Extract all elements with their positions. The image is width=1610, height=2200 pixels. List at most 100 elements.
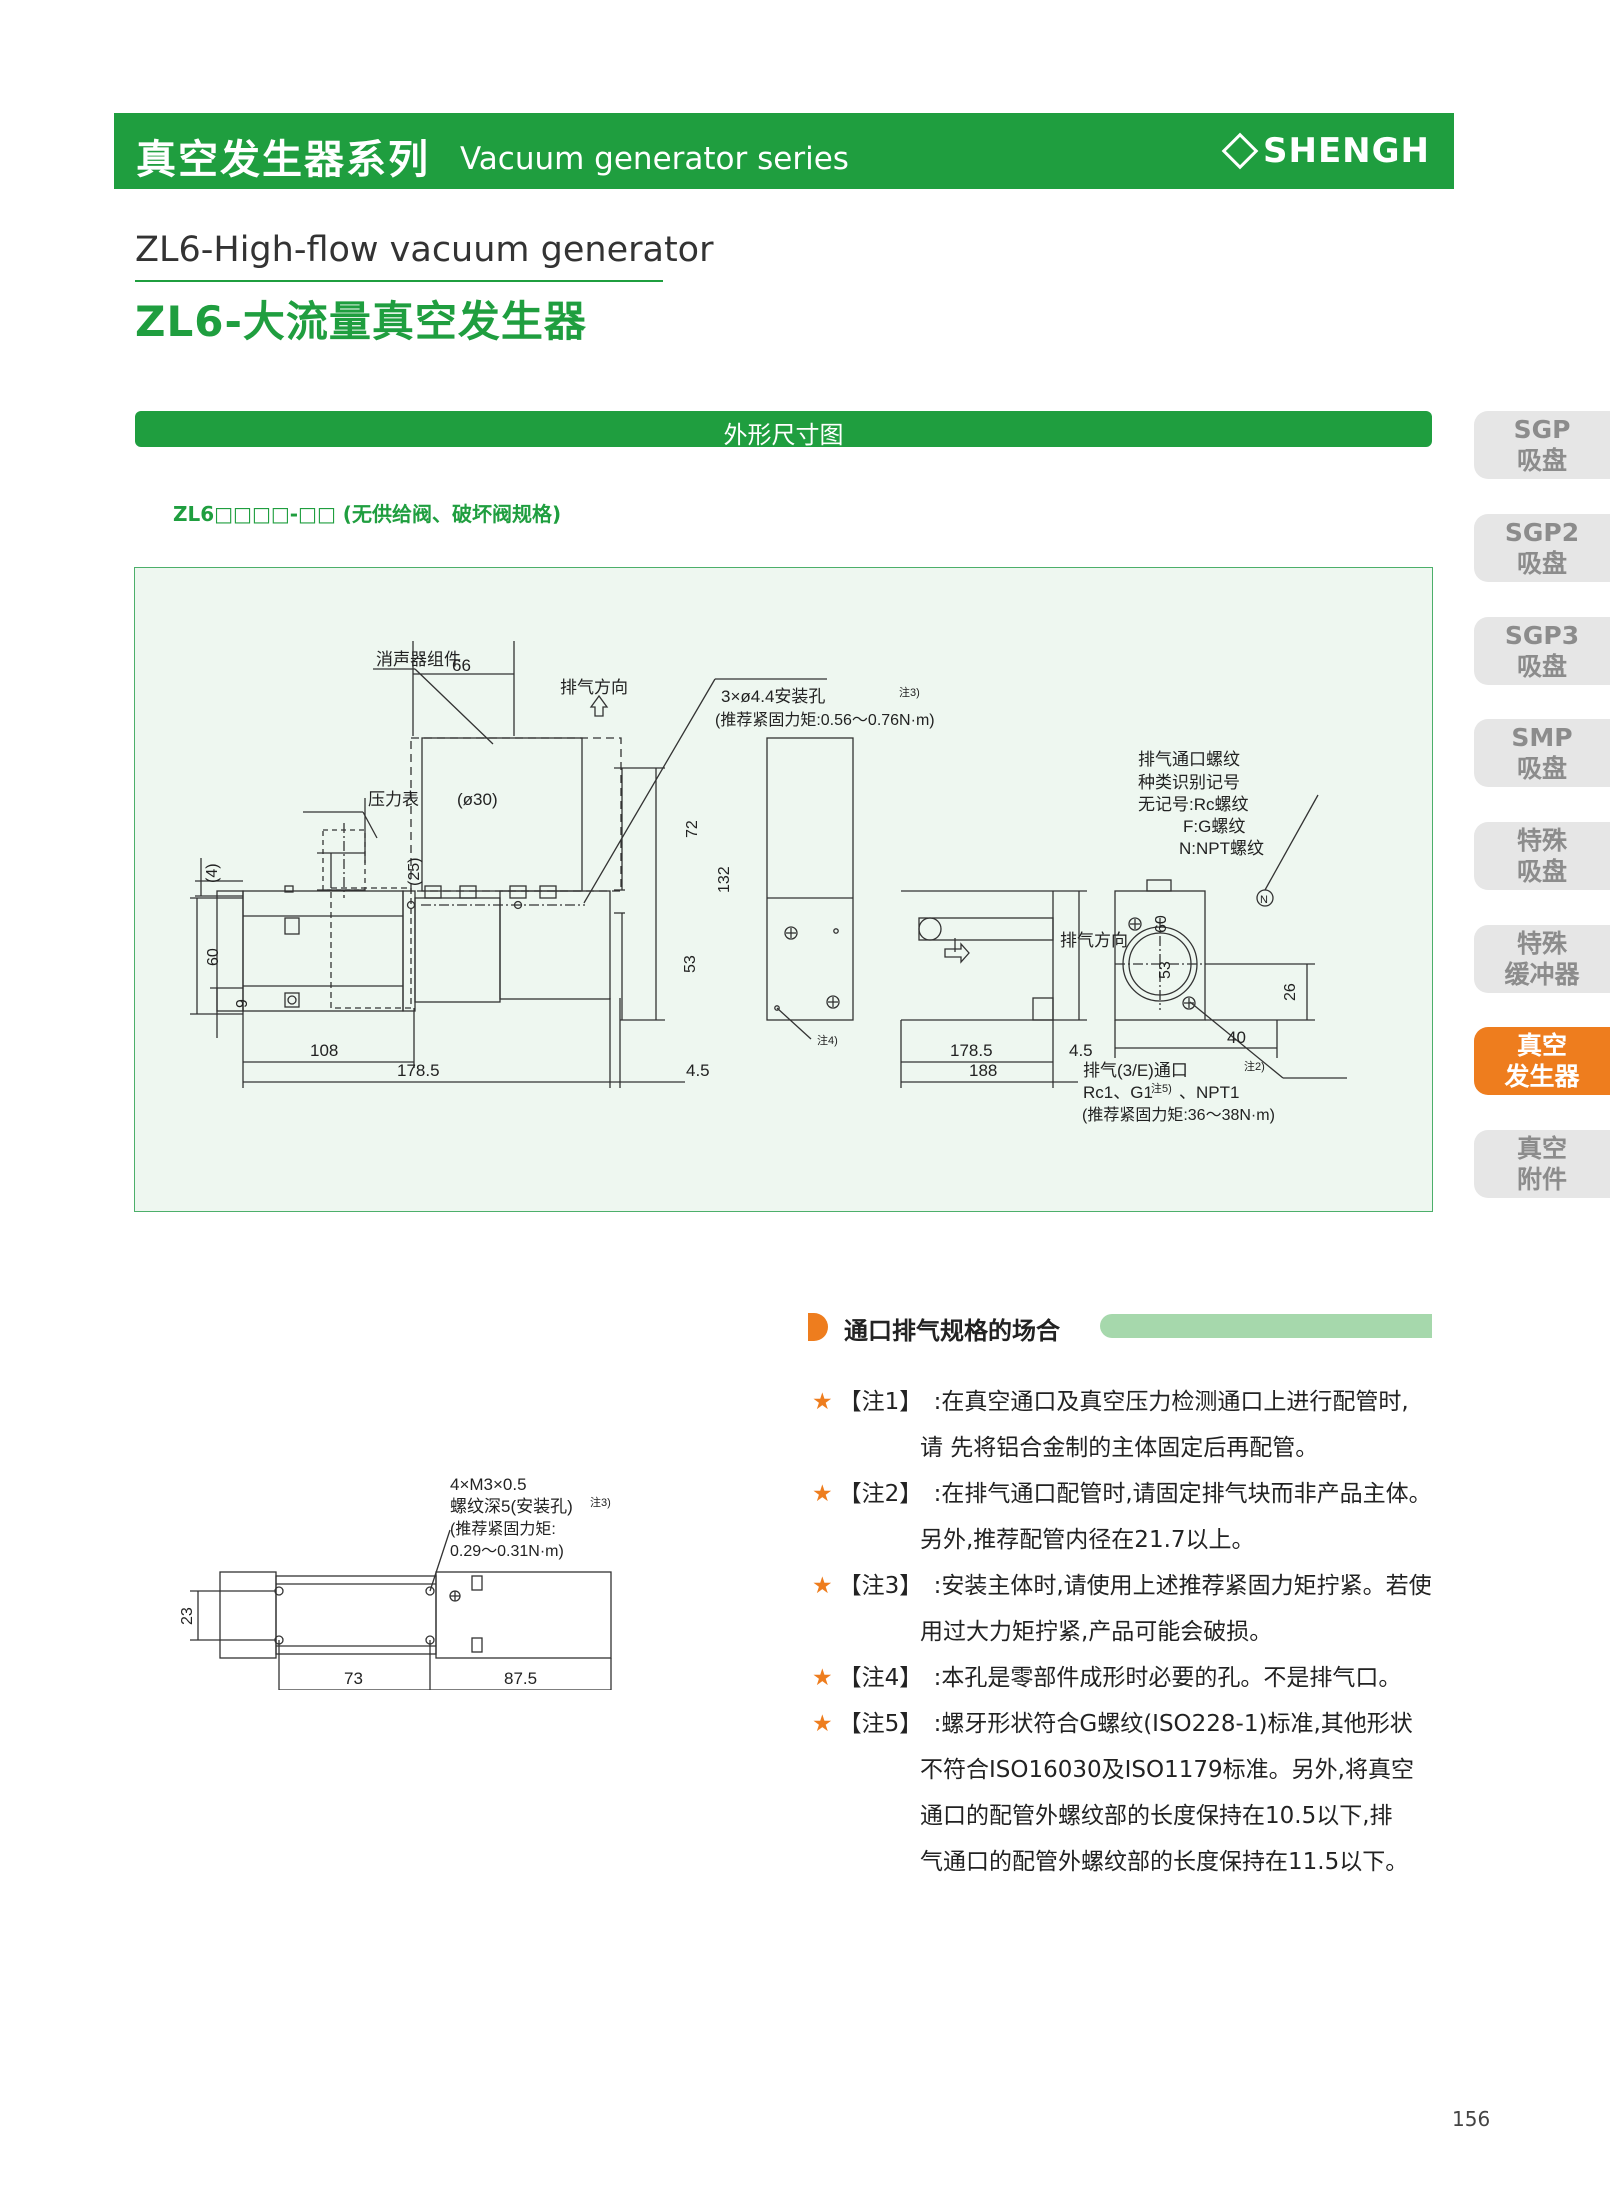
note-text: 气通口的配管外螺纹部的长度保持在11.5以下。 [920,1849,1409,1875]
mount-holes-label: 3×ø4.4安装孔 [721,687,825,706]
tab-line2: 吸盘 [1516,857,1567,886]
exhaust-direction-label: 排气方向 [560,678,628,697]
tab-vacuum-accessories[interactable]: 真空 附件 [1474,1130,1610,1198]
dim-108: 108 [310,1041,338,1060]
notes-title: 通口排气规格的场合 [844,1317,1060,1345]
dimension-drawing: 消声器组件 66 排气方向 3×ø4.4安装孔 注3) (推荐紧固力矩:0.56… [190,641,1347,1124]
muffler-label: 消声器组件 [376,650,461,669]
dim-53-right: 53 [1157,961,1174,979]
bottom-view-drawing: 4×M3×0.5 螺纹深5(安装孔) 注3) (推荐紧固力矩: 0.29～0.3… [179,1475,612,1690]
dim-73: 73 [344,1669,363,1688]
note-tag: 【注3】 [838,1573,923,1599]
dim-23: 23 [179,1607,196,1625]
series-title-en: Vacuum generator series [460,141,849,177]
dim-87-5: 87.5 [504,1669,537,1688]
dim-60-right: 60 [1153,915,1170,933]
star-icon: ★ [812,1711,833,1737]
dim-188: 188 [969,1061,997,1080]
dim-4-5-right: 4.5 [1069,1041,1093,1060]
note-text: :在排气通口配管时,请固定排气块而非产品主体。 [933,1481,1432,1507]
dim-66: 66 [452,656,471,675]
note-5: ★【注5】 :螺牙形状符合G螺纹(ISO228-1)标准,其他形状 不符合ISO1… [812,1701,1432,1885]
dim-72: 72 [684,820,701,838]
bottom-torque-a: (推荐紧固力矩: [450,1520,556,1538]
dimension-drawing-panel: 消声器组件 66 排气方向 3×ø4.4安装孔 注3) (推荐紧固力矩:0.56… [134,567,1433,1212]
note-tag: 【注4】 [838,1665,923,1691]
exhaust-port-label: 排气(3/E)通口 [1083,1061,1188,1080]
dim-40: 40 [1227,1028,1246,1047]
torque-spec-1: (推荐紧固力矩:0.56～0.76N·m) [715,711,935,729]
tab-line2: 附件 [1516,1165,1567,1194]
dim-4-5: 4.5 [686,1061,710,1080]
n-mark-symbol: N [1260,894,1268,906]
tab-line1: SGP2 [1504,518,1580,547]
dim-132: 132 [716,866,733,893]
port-types-label: Rc1、G1 [1083,1083,1153,1102]
note-tag: 【注1】 [838,1389,923,1415]
title-divider [135,280,663,282]
notes-header: 通口排气规格的场合 [808,1313,1432,1345]
tab-smp[interactable]: SMP 吸盘 [1474,719,1610,787]
tab-sgp2[interactable]: SGP2 吸盘 [1474,514,1610,582]
dim-phi30: (ø30) [457,790,498,809]
tab-sgp[interactable]: SGP 吸盘 [1474,411,1610,479]
star-icon: ★ [812,1573,833,1599]
tab-line1: SGP [1513,415,1571,444]
gauge-label: 压力表 [368,790,419,809]
tab-line2: 缓冲器 [1504,960,1580,989]
exhaust-direction-label-2: 排气方向 [1060,931,1128,950]
note-1: ★【注1】:在真空通口及真空压力检测通口上进行配管时, 请 先将铝合金制的主体固… [812,1379,1432,1471]
note5-ref: 注5) [1151,1081,1172,1095]
tab-line1: 真空 [1516,1134,1567,1163]
n-mark-label: N:NPT螺纹 [1179,839,1264,858]
note2-ref: 注2) [1244,1059,1265,1073]
star-icon: ★ [812,1389,833,1415]
dim-9: 9 [234,999,251,1008]
dim-60: 60 [205,948,222,966]
tab-line1: 特殊 [1516,826,1567,855]
dim-178-5-right: 178.5 [950,1041,993,1060]
note-text: :螺牙形状符合G螺纹(ISO228-1)标准,其他形状 [933,1711,1413,1737]
bottom-m3-label: 4×M3×0.5 [450,1475,527,1494]
dim-53: 53 [682,955,699,973]
tab-vacuum-generator[interactable]: 真空 发生器 [1474,1027,1610,1095]
port-thread-label: 排气通口螺纹 [1138,750,1240,769]
header-band: 真空发生器系列 Vacuum generator series SHENGH [114,113,1454,189]
tab-line1: 特殊 [1516,929,1567,958]
note-text: :本孔是零部件成形时必要的孔。不是排气口。 [933,1665,1402,1691]
note-tag: 【注5】 [838,1711,923,1737]
dim-25: (25) [406,858,423,886]
tab-line2: 吸盘 [1516,652,1567,681]
no-mark-label: 无记号:Rc螺纹 [1138,795,1249,814]
bottom-note3-ref: 注3) [590,1495,611,1509]
note-3: ★【注3】 :安装主体时,请使用上述推荐紧固力矩拧紧。若使 用过大力矩拧紧,产品可… [812,1563,1432,1655]
logo-text: SHENGH [1263,131,1430,171]
tab-line2: 吸盘 [1516,446,1567,475]
page-title-cn: ZL6-大流量真空发生器 [135,297,587,346]
tab-line1: SGP3 [1504,621,1580,650]
page-title-en: ZL6-High-flow vacuum generator [135,230,714,270]
model-label: ZL6□□□□-□□ (无供给阀、破坏阀规格) [173,502,562,526]
tab-special-buffer[interactable]: 特殊 缓冲器 [1474,925,1610,993]
notes-header-bar [1100,1314,1432,1338]
series-title-cn: 真空发生器系列 [136,137,430,183]
end-block [216,890,244,1012]
note-text: :安装主体时,请使用上述推荐紧固力矩拧紧。若使 [933,1573,1432,1599]
note3-ref: 注3) [899,685,920,699]
section-title: 外形尺寸图 [723,421,844,449]
star-icon: ★ [812,1665,833,1691]
note-text: 另外,推荐配管内径在21.7以上。 [920,1527,1255,1553]
brand-logo: SHENGH [1221,131,1430,171]
star-icon: ★ [812,1481,833,1507]
tab-special-suction[interactable]: 特殊 吸盘 [1474,822,1610,890]
note4-ref: 注4) [817,1033,838,1047]
note-text: 通口的配管外螺纹部的长度保持在10.5以下,排 [920,1803,1393,1829]
section-header: 外形尺寸图 [135,411,1432,449]
note-text: 不符合ISO16030及ISO1179标准。另外,将真空 [920,1757,1414,1783]
tab-sgp3[interactable]: SGP3 吸盘 [1474,617,1610,685]
notes-marker-icon [808,1313,828,1341]
npt1-label: 、NPT1 [1179,1083,1239,1102]
dim-4: (4) [204,863,221,883]
tab-line1: 真空 [1516,1031,1567,1060]
note-text: 用过大力矩拧紧,产品可能会破损。 [920,1619,1273,1645]
